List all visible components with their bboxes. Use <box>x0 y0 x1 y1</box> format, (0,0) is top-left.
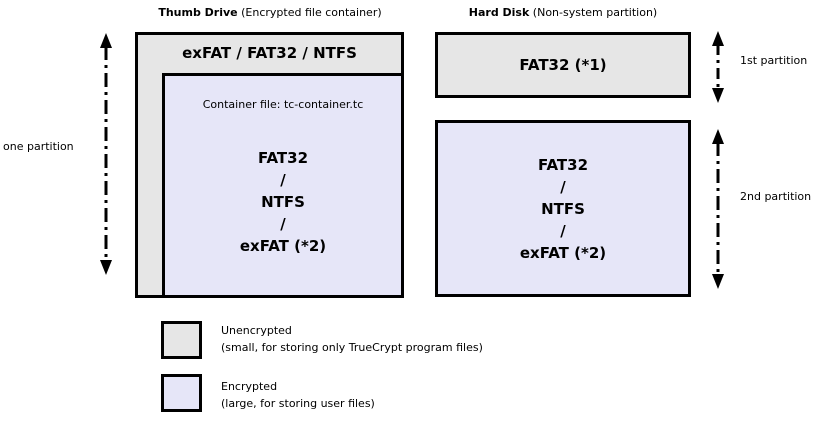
fs-line: FAT32 <box>257 149 309 167</box>
fs-separator: / <box>560 177 566 196</box>
second-partition-span-arrow-icon <box>712 129 724 289</box>
hard-disk-partition2-filesystems: FAT32 / NTFS / exFAT (*2) <box>520 154 606 264</box>
thumb-drive-title-bold: Thumb Drive <box>158 6 238 19</box>
first-partition-label: 1st partition <box>740 54 808 67</box>
second-partition-label: 2nd partition <box>740 190 812 203</box>
hard-disk-partition2-box: FAT32 / NTFS / exFAT (*2) <box>435 120 691 297</box>
container-file-label: Container file: tc-container.tc <box>202 98 364 111</box>
legend-encrypted-swatch <box>161 374 202 412</box>
hard-disk-partition1-label: FAT32 (*1) <box>519 56 607 74</box>
container-file-box: Container file: tc-container.tc FAT32 / … <box>162 73 404 298</box>
thumb-drive-title-rest: (Encrypted file container) <box>237 6 382 19</box>
legend-unencrypted-title: Unencrypted <box>221 324 292 337</box>
one-partition-span-arrow-icon <box>100 33 112 275</box>
fs-line: exFAT (*2) <box>239 237 327 255</box>
one-partition-label: one partition <box>3 140 74 153</box>
fs-separator: / <box>280 171 286 189</box>
hard-disk-title: Hard Disk (Non-system partition) <box>420 6 706 19</box>
fs-line: NTFS <box>261 193 305 211</box>
fs-line: FAT32 <box>537 155 589 174</box>
legend-encrypted-title: Encrypted <box>221 380 278 393</box>
legend-unencrypted-text: Unencrypted (small, for storing only Tru… <box>221 322 483 356</box>
fs-separator: / <box>280 215 286 233</box>
thumb-drive-filesystem-label: exFAT / FAT32 / NTFS <box>182 44 357 62</box>
thumb-drive-container-filesystems: FAT32 / NTFS / exFAT (*2) <box>165 147 401 257</box>
legend-encrypted-subtitle: (large, for storing user files) <box>221 397 375 410</box>
thumb-drive-box: exFAT / FAT32 / NTFS Container file: tc-… <box>135 32 404 298</box>
fs-line: exFAT (*2) <box>519 243 607 262</box>
legend-encrypted-text: Encrypted (large, for storing user files… <box>221 378 375 412</box>
hard-disk-partition1-box: FAT32 (*1) <box>435 32 691 98</box>
hard-disk-title-bold: Hard Disk <box>468 6 530 19</box>
fs-separator: / <box>560 221 566 240</box>
hard-disk-title-rest: (Non-system partition) <box>529 6 658 19</box>
fs-line: NTFS <box>541 199 585 218</box>
first-partition-span-arrow-icon <box>712 31 724 103</box>
legend-unencrypted-swatch <box>161 321 202 359</box>
thumb-drive-title: Thumb Drive (Encrypted file container) <box>115 6 425 19</box>
legend-unencrypted-subtitle: (small, for storing only TrueCrypt progr… <box>221 341 483 354</box>
